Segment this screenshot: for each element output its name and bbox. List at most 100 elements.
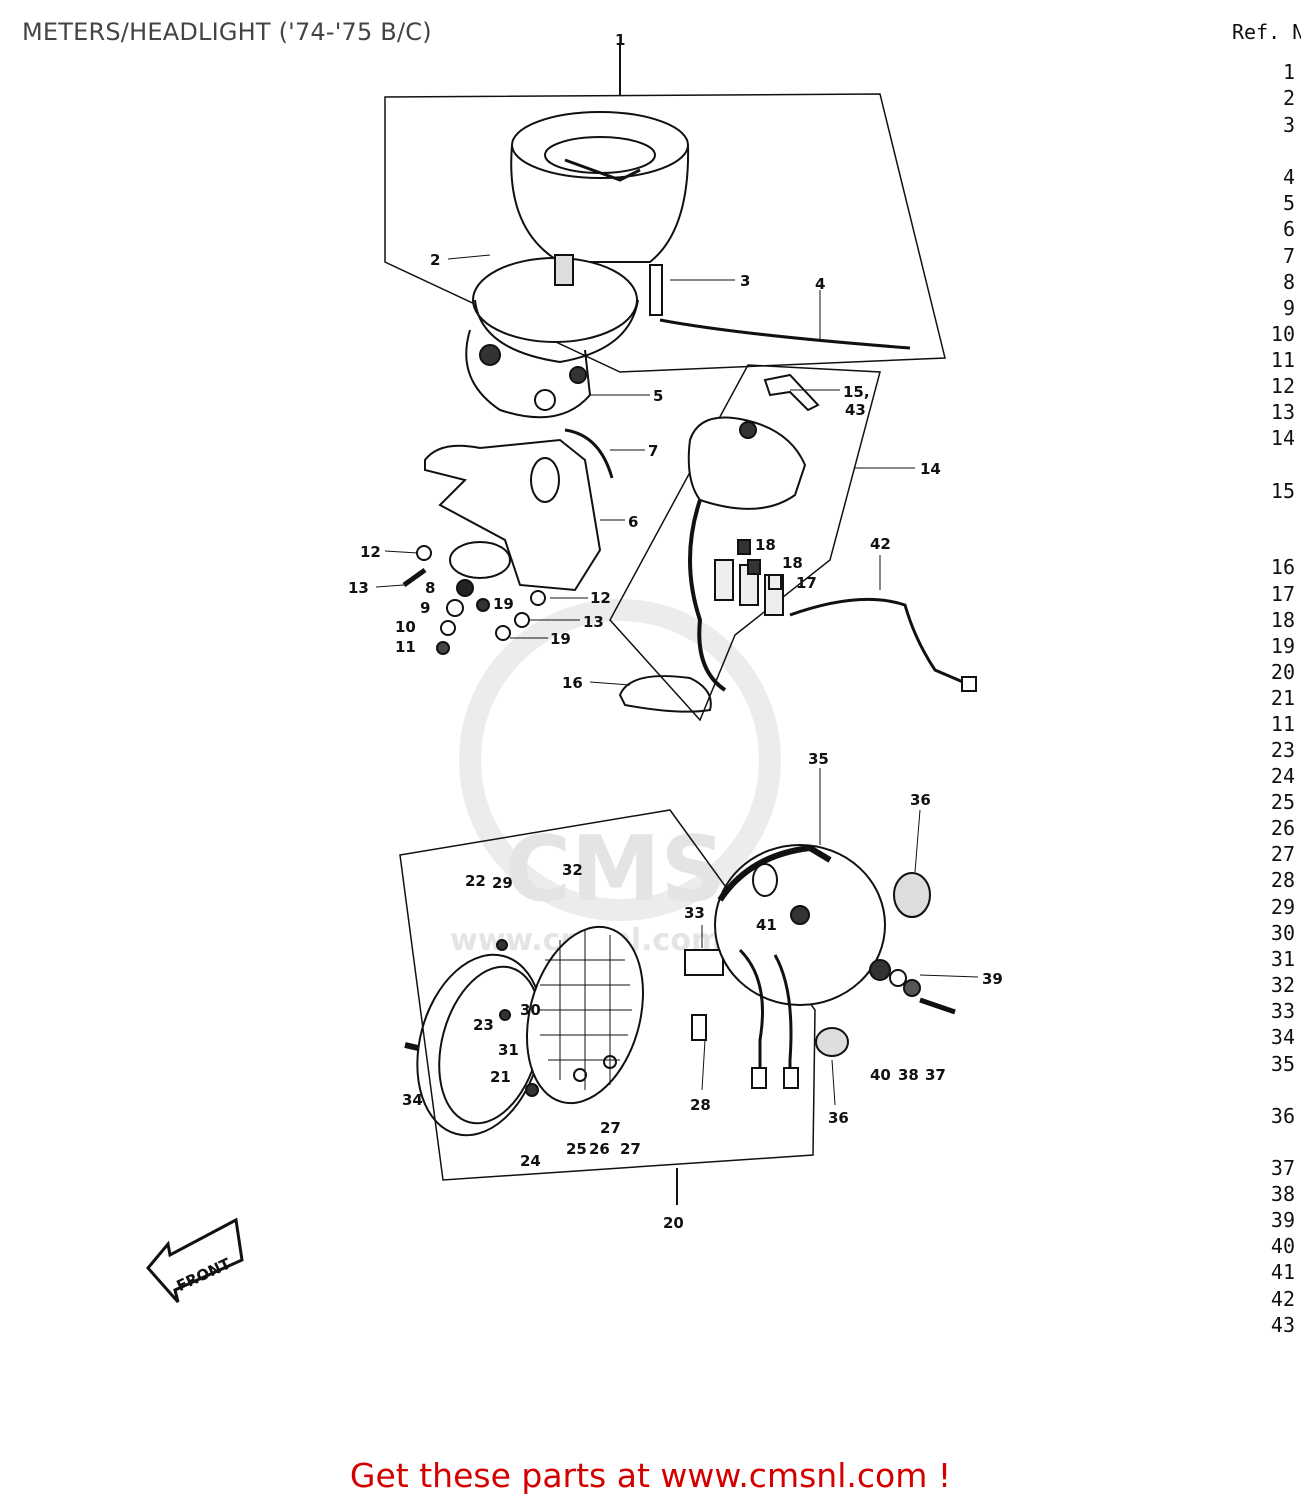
callout-5: 5 [653,387,663,405]
ref-number: 9 [1282,296,1295,320]
rim-screw [404,1042,419,1051]
ref-number: 21 [1270,686,1295,710]
callout-39: 39 [982,970,1003,988]
footer-link[interactable]: Get these parts at www.cmsnl.com ! [349,1456,952,1495]
ref-number: 6 [1282,217,1295,241]
callout-42: 42 [870,535,891,553]
callout-10: 10 [395,618,416,636]
ref-number: 18 [1270,608,1295,632]
ref-number: 16 [1270,555,1295,579]
fasteners-left [402,541,546,655]
rim-screw-small [525,1083,539,1097]
ref-number: 15 [1270,479,1295,503]
ref-number: 31 [1270,947,1295,971]
callout-27b: 27 [620,1140,641,1158]
meter-case [472,254,639,364]
callout-9: 9 [420,599,430,617]
meter-unit [510,111,690,263]
callout-12b: 12 [590,589,611,607]
callout-6: 6 [628,513,638,531]
ref-column-header: Ref. N [1232,20,1301,44]
ref-number: 10 [1270,322,1295,346]
mounting-bolt [869,959,956,1015]
callout-19a: 19 [493,595,514,613]
callout-18a: 18 [755,536,776,554]
callout-3: 3 [740,272,750,290]
ref-number: 24 [1270,764,1295,788]
ref-number: 28 [1270,868,1295,892]
callout-4: 4 [815,275,825,293]
ref-number: 19 [1270,634,1295,658]
ref-number: 5 [1282,191,1295,215]
meter-lower-case [465,329,592,419]
watermark-logo: CMS [505,817,725,922]
ref-number: 29 [1270,895,1295,919]
callout-36a: 36 [910,791,931,809]
callout-32: 32 [562,861,583,879]
bulb-socket [649,264,663,316]
ref-number: 14 [1270,426,1295,450]
meter-bracket [424,438,602,592]
callout-19b: 19 [550,630,571,648]
callout-8: 8 [425,579,435,597]
callout-14: 14 [920,460,941,478]
callout-24: 24 [520,1152,541,1170]
adjuster-spring [499,1009,511,1021]
callout-43: 43 [845,401,866,419]
callout-17: 17 [796,574,817,592]
ref-number: 38 [1270,1182,1295,1206]
ref-number: 3 [1282,113,1295,137]
grommet [815,1027,849,1057]
callout-13b: 13 [583,613,604,631]
meter-wire [659,318,911,350]
ref-number: 34 [1270,1025,1295,1049]
callout-33: 33 [684,904,705,922]
headlight-wires [738,948,793,1080]
ref-number: 20 [1270,660,1295,684]
callout-36b: 36 [828,1109,849,1127]
harness-clamp [618,675,712,713]
beam-screw [603,1055,617,1069]
ref-number: 33 [1270,999,1295,1023]
callout-25: 25 [566,1140,587,1158]
ref-number: 13 [1270,400,1295,424]
ref-number: 23 [1270,738,1295,762]
ref-number: 17 [1270,582,1295,606]
ref-number: 41 [1270,1260,1295,1284]
callout-2: 2 [430,251,440,269]
ref-number: 1 [1282,60,1295,84]
ref-number: 7 [1282,244,1295,268]
headlight-shell [714,844,886,1006]
ref-number: 37 [1270,1156,1295,1180]
bracket-hole [530,457,560,503]
ref-number: 11 [1270,712,1295,736]
callout-35: 35 [808,750,829,768]
ref-number: 25 [1270,790,1295,814]
callout-12a: 12 [360,543,381,561]
ref-number: 32 [1270,973,1295,997]
callout-21: 21 [490,1068,511,1086]
ref-number: 12 [1270,374,1295,398]
watermark-ring [459,599,781,921]
meter-assembly-frame [384,93,946,373]
beam-bracket [691,1014,707,1041]
callout-18b: 18 [782,554,803,572]
indicator-sockets [714,539,784,616]
indicator-cover [687,416,807,510]
callout-23: 23 [473,1016,494,1034]
wire-clamp [564,428,614,479]
indicator-frame [609,364,881,722]
ref-number: 27 [1270,842,1295,866]
ref-number: 42 [1270,1287,1295,1311]
ref-number: 30 [1270,921,1295,945]
callout-13a: 13 [348,579,369,597]
indicator-harness [688,499,727,692]
callout-38: 38 [898,1066,919,1084]
socket-connector [684,949,724,976]
callout-15: 15, [843,383,870,401]
leader-lines [375,254,979,1106]
indicator-lead [789,597,971,687]
callout-20: 20 [663,1214,684,1232]
callout-27a: 27 [600,1119,621,1137]
